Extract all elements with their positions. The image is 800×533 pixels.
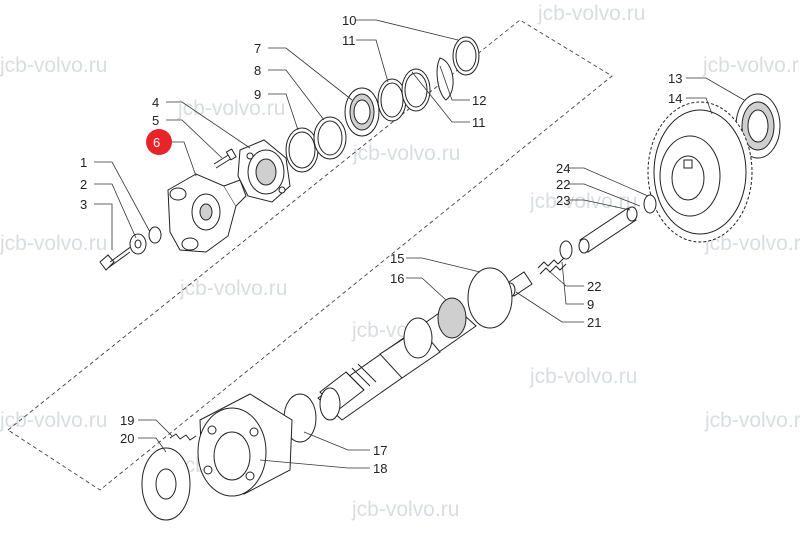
callout-15: 15 bbox=[390, 251, 404, 266]
callout-19: 19 bbox=[120, 413, 134, 428]
callout-11: 11 bbox=[472, 115, 486, 130]
o-ring-part bbox=[467, 267, 513, 329]
callout-labels: 1 2 3 4 5 6 7 8 9 10 11 11 12 13 14 15 1… bbox=[80, 13, 682, 476]
callout-14: 14 bbox=[668, 91, 682, 106]
spring-part bbox=[537, 257, 567, 275]
o-ring-part bbox=[148, 226, 162, 244]
leader-lines bbox=[94, 19, 745, 469]
yoke-flange-part bbox=[167, 173, 247, 253]
shaft-part bbox=[317, 297, 477, 421]
callout-20: 20 bbox=[120, 431, 134, 446]
watermark: jcb-volvo.ru bbox=[351, 498, 459, 521]
callout-23: 23 bbox=[556, 193, 570, 208]
watermark: jcb-volvo.ru bbox=[0, 232, 107, 255]
callout-12: 12 bbox=[472, 93, 486, 108]
callout-11: 11 bbox=[342, 33, 356, 48]
callout-3: 3 bbox=[80, 197, 87, 212]
callout-24: 24 bbox=[556, 161, 570, 176]
callout-5: 5 bbox=[152, 113, 159, 128]
highlight-badge bbox=[146, 129, 172, 155]
callout-22: 22 bbox=[556, 177, 570, 192]
callout-1: 1 bbox=[80, 155, 87, 170]
callout-10: 10 bbox=[342, 13, 356, 28]
callout-21: 21 bbox=[587, 315, 601, 330]
circlip-part bbox=[436, 57, 454, 101]
watermark: jcb-volvo.ru bbox=[0, 54, 107, 77]
o-ring-part bbox=[643, 194, 657, 214]
callout-4: 4 bbox=[152, 95, 159, 110]
watermark: jcb-volvo.ru bbox=[529, 190, 637, 213]
watermark: jcb-volvo.ru bbox=[704, 409, 800, 432]
bearing-housing-part bbox=[237, 139, 291, 203]
watermark: jcb-volvo.ru bbox=[352, 142, 460, 165]
callout-16: 16 bbox=[390, 271, 404, 286]
watermark: jcb-volvo.ru bbox=[704, 232, 800, 255]
parts-layer bbox=[99, 36, 781, 521]
o-ring-part bbox=[559, 240, 573, 260]
gear-part bbox=[647, 101, 753, 243]
callout-2: 2 bbox=[80, 177, 87, 192]
assembly-frame bbox=[7, 19, 613, 491]
watermark: jcb-volvo.ru bbox=[537, 2, 645, 25]
friction-plate-part bbox=[141, 447, 191, 521]
watermark: jcb-volvo.ru bbox=[702, 54, 800, 77]
watermark: jcb-volvo.ru bbox=[0, 409, 107, 432]
hub-part bbox=[197, 393, 293, 497]
screw-part bbox=[213, 148, 237, 169]
watermark: jcb-volvo.ru bbox=[179, 277, 287, 300]
pin-part bbox=[578, 206, 638, 254]
bolt-part bbox=[99, 245, 133, 271]
large-bearing-part bbox=[735, 93, 781, 159]
watermark: jcb-volvo.ru bbox=[529, 365, 637, 388]
callout-22: 22 bbox=[587, 279, 601, 294]
watermark: jcb-volvo.ru bbox=[177, 97, 285, 120]
callout-13: 13 bbox=[668, 71, 682, 86]
callout-6: 6 bbox=[153, 135, 160, 150]
callout-9: 9 bbox=[254, 87, 261, 102]
spring-part bbox=[169, 433, 197, 441]
callout-7: 7 bbox=[254, 41, 261, 56]
callout-18: 18 bbox=[373, 461, 387, 476]
callout-17: 17 bbox=[373, 443, 387, 458]
callout-8: 8 bbox=[254, 63, 261, 78]
bearing-part bbox=[344, 87, 380, 137]
callout-9: 9 bbox=[587, 297, 594, 312]
